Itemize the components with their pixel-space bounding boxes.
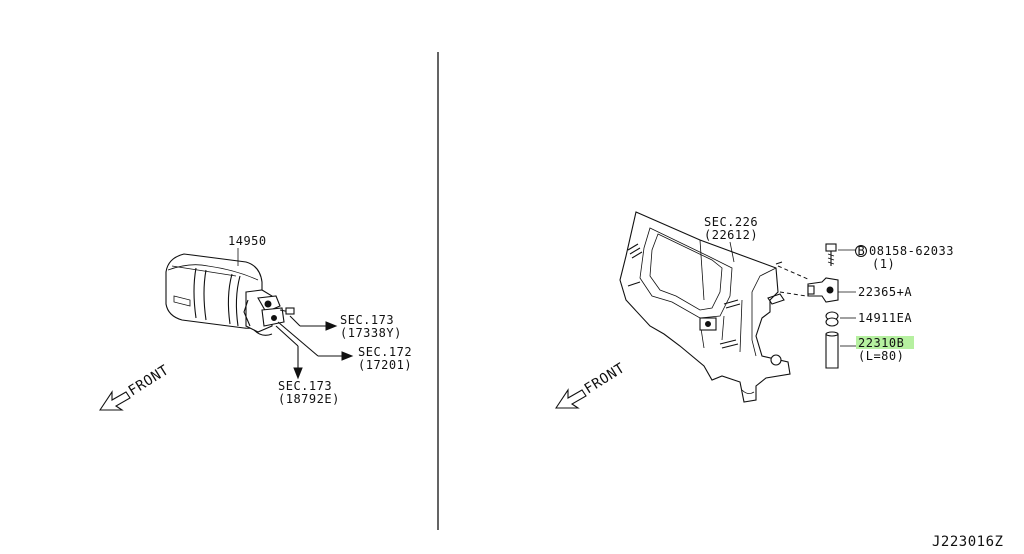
clamp-icon [825, 311, 839, 327]
bolt-icon [825, 243, 837, 266]
part-note-22310B: (L=80) [858, 349, 904, 363]
front-label-right: FRONT [582, 360, 628, 397]
callout-3-ref: (18792E) [278, 392, 340, 406]
canister-assembly [165, 253, 295, 336]
sec-226-label: SEC.226 [704, 215, 758, 229]
callout-arrow-3 [275, 325, 303, 380]
callout-arrow-2 [277, 321, 354, 361]
callout-3-sec: SEC.173 [278, 379, 332, 393]
part-qty-08158-62033: (1) [872, 257, 895, 271]
callout-2-ref: (17201) [358, 358, 412, 372]
diagram-id: J223016Z [932, 534, 1003, 550]
front-label-left: FRONT [126, 362, 172, 399]
callout-2-sec: SEC.172 [358, 345, 412, 359]
part-number-22310B: 22310B [858, 336, 904, 350]
hose-icon [825, 331, 839, 369]
callout-1-ref: (17338Y) [340, 326, 402, 340]
svg-text:B: B [858, 244, 866, 258]
part-label-14950: 14950 [228, 234, 267, 248]
bracket-assembly [619, 211, 811, 403]
front-arrow-icon [98, 390, 131, 411]
sec-226-ref: (22612) [704, 228, 758, 242]
part-number-08158-62033: 08158-62033 [869, 244, 954, 258]
sensor-icon [807, 277, 839, 303]
part-number-22365: 22365+A [858, 285, 912, 299]
part-highlight-22310B [856, 336, 914, 349]
leader-sec-226 [729, 241, 735, 263]
part-number-14911EA: 14911EA [858, 311, 912, 325]
circled-b-icon: B [854, 244, 868, 258]
callout-arrow-1 [289, 315, 338, 331]
front-arrow-icon-right [554, 388, 587, 409]
callout-1-sec: SEC.173 [340, 313, 394, 327]
